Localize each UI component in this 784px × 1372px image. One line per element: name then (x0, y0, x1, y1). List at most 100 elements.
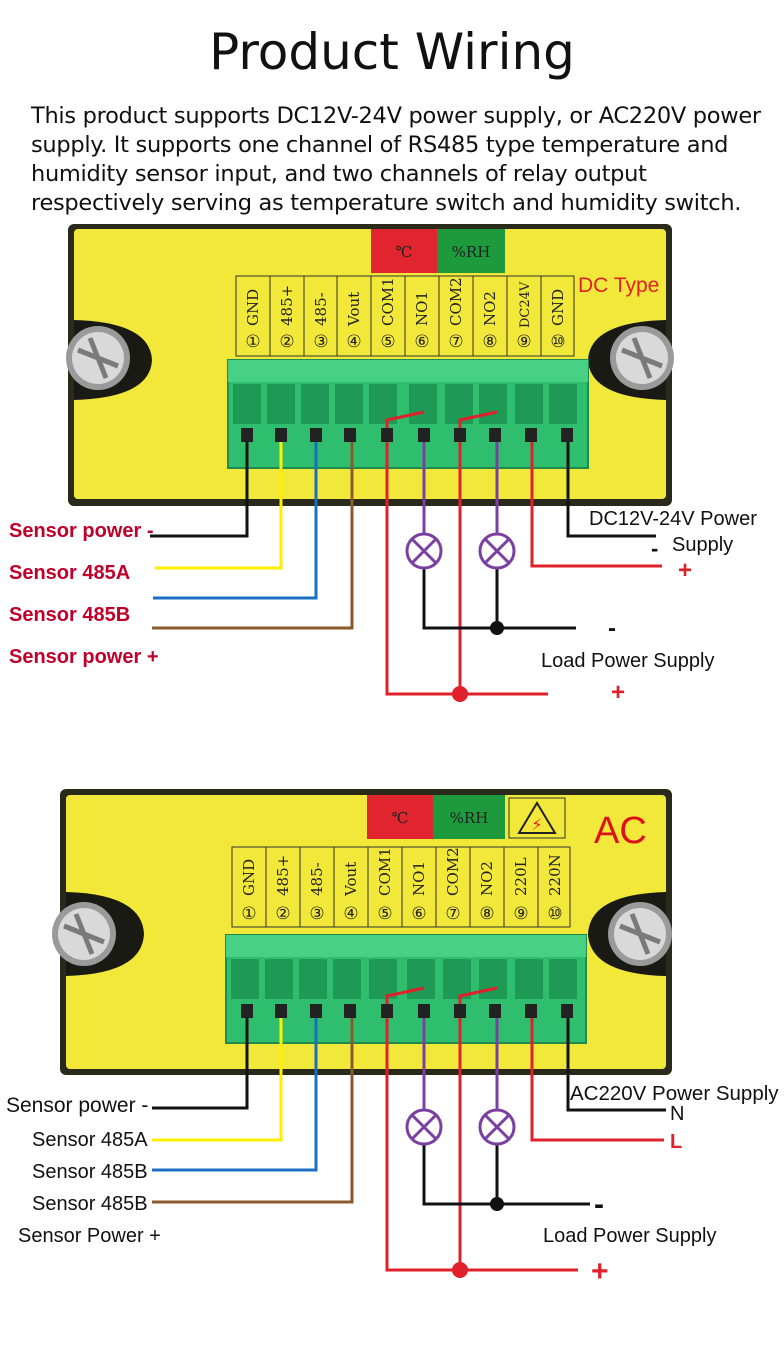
ac-temp-box (367, 795, 433, 839)
ac-diagram: ℃ %RH ⚡ AC GND 485+ 485- Vout COM1 NO1 C… (6, 789, 779, 1288)
ac-terminal-number: ⑧ (479, 904, 494, 924)
ac-wire-485a (152, 1018, 283, 1142)
dc-terminal-number: ⑩ (550, 332, 565, 352)
ac-terminal-number: ④ (343, 904, 358, 924)
dc-wire-485b (153, 442, 318, 600)
dc-wire-com1 (385, 442, 548, 696)
dc-terminal-names: GND 485+ 485- Vout COM1 NO1 COM2 NO2 DC2… (244, 277, 567, 328)
dc-terminal-dividers (269, 276, 542, 356)
ac-terminal-number: ⑦ (445, 904, 460, 924)
ac-right-screw-icon (608, 902, 672, 966)
ac-terminal-name: COM1 (376, 847, 394, 896)
ac-label-live: L (670, 1131, 682, 1153)
ac-relay2-switch (458, 986, 498, 1004)
ac-terminal-name: NO2 (478, 861, 496, 896)
dc-wire-gnd2 (566, 442, 656, 538)
dc-relay1-switch (385, 410, 425, 428)
ac-label-load-supply: Load Power Supply (543, 1225, 716, 1247)
ac-terminal-name: 220N (546, 854, 564, 896)
dc-relay2-switch (458, 410, 498, 428)
dc-wire-vout (152, 442, 354, 630)
ac-terminal-numbers: ① ② ③ ④ ⑤ ⑥ ⑦ ⑧ ⑨ ⑩ (241, 904, 562, 924)
ac-terminal-number: ② (275, 904, 290, 924)
dc-label-sensor-485a: Sensor 485A (9, 562, 130, 584)
ac-terminal-name: 220L (512, 857, 530, 896)
ac-label-sensor-485b-1: Sensor 485B (32, 1161, 148, 1183)
dc-terminal-name: GND (244, 289, 262, 326)
ac-terminal-name: 485+ (274, 855, 292, 896)
dc-terminal-number: ① (245, 332, 260, 352)
ac-terminal-number: ③ (309, 904, 324, 924)
dc-junction-pos (452, 686, 468, 702)
dc-label-power-pos: + (678, 557, 692, 584)
ac-terminal-number: ⑥ (411, 904, 426, 924)
dc-terminal-name: 485+ (278, 285, 296, 326)
dc-terminal-number: ② (279, 332, 294, 352)
dc-wire-485a (155, 442, 283, 570)
ac-terminal-number: ⑩ (547, 904, 562, 924)
dc-lamp-icon-2 (478, 532, 516, 570)
dc-rh-symbol: %RH (452, 243, 491, 261)
ac-temp-symbol: ℃ (392, 809, 409, 827)
ac-wire-vout (152, 1018, 354, 1204)
dc-wire-no1-lower (422, 568, 576, 630)
dc-wires (150, 442, 662, 696)
ac-junction-neg (490, 1197, 504, 1211)
ac-lamp-icon-2 (478, 1108, 516, 1146)
ac-terminal-name: GND (240, 859, 258, 896)
dc-terminal-slots (233, 384, 577, 424)
dc-label-load-pos: + (611, 679, 625, 706)
ac-junction-pos (452, 1262, 468, 1278)
dc-terminal-number: ⑨ (516, 332, 531, 352)
ac-terminal-names: GND 485+ 485- Vout COM1 NO1 COM2 NO2 220… (240, 847, 564, 897)
ac-terminal-slots (231, 959, 577, 999)
ac-terminal-screws (241, 1004, 573, 1018)
ac-warning-symbol: ⚡ (531, 815, 542, 834)
dc-terminal-number: ⑤ (380, 332, 395, 352)
dc-junction-neg (490, 621, 504, 635)
dc-temp-box (371, 229, 437, 273)
dc-rh-box (437, 229, 505, 273)
dc-label-load-neg: - (608, 615, 616, 642)
dc-temp-symbol: ℃ (396, 243, 413, 261)
dc-terminal-number: ③ (313, 332, 328, 352)
dc-terminal-name: NO1 (413, 291, 431, 326)
ac-label-neutral: N (670, 1103, 684, 1125)
ac-wire-220n (566, 1018, 666, 1112)
ac-wire-com1 (385, 1018, 578, 1272)
ac-terminal-name: COM2 (444, 847, 462, 896)
dc-label-power-supply-1: DC12V-24V Power (589, 508, 757, 530)
intro-paragraph: This product supports DC12V-24V power su… (31, 103, 761, 216)
ac-terminal-number: ⑨ (513, 904, 528, 924)
ac-label-sensor-485a: Sensor 485A (32, 1129, 148, 1151)
dc-label-sensor-power-neg: Sensor power - (9, 520, 153, 542)
ac-terminal-number: ⑤ (377, 904, 392, 924)
dc-left-screw-icon (66, 326, 130, 390)
dc-wire-dc24v (530, 442, 662, 568)
ac-terminal-dividers (265, 847, 539, 927)
page-title: Product Wiring (209, 23, 575, 81)
ac-lamp-icon-1 (405, 1108, 443, 1146)
ac-terminal-name: 485- (308, 862, 326, 896)
ac-label-load-neg: - (594, 1188, 604, 1221)
ac-wire-no1-lower (422, 1144, 590, 1206)
dc-wire-gnd (150, 442, 249, 538)
ac-label-sensor-power-neg: Sensor power - (6, 1094, 148, 1117)
ac-terminal-name: Vout (342, 862, 360, 897)
ac-wire-gnd (152, 1018, 249, 1110)
ac-label-sensor-485b-2: Sensor 485B (32, 1193, 148, 1215)
ac-warning-triangle-icon (517, 801, 557, 834)
dc-terminal-number: ⑥ (414, 332, 429, 352)
dc-label-power-supply-2: Supply (672, 534, 733, 556)
dc-label-sensor-power-pos: Sensor power + (9, 646, 159, 668)
ac-rh-box (433, 795, 505, 839)
dc-terminal-name: NO2 (481, 291, 499, 326)
dc-label-load-supply: Load Power Supply (541, 650, 714, 672)
dc-label-power-neg: - (651, 536, 658, 561)
dc-type-label: DC Type (578, 274, 659, 297)
dc-terminal-name: COM2 (447, 277, 465, 326)
dc-terminal-name: GND (549, 289, 567, 326)
dc-diagram: ℃ %RH DC Type GND 485+ 485- Vout COM1 NO… (9, 224, 757, 706)
ac-rh-symbol: %RH (450, 809, 489, 827)
